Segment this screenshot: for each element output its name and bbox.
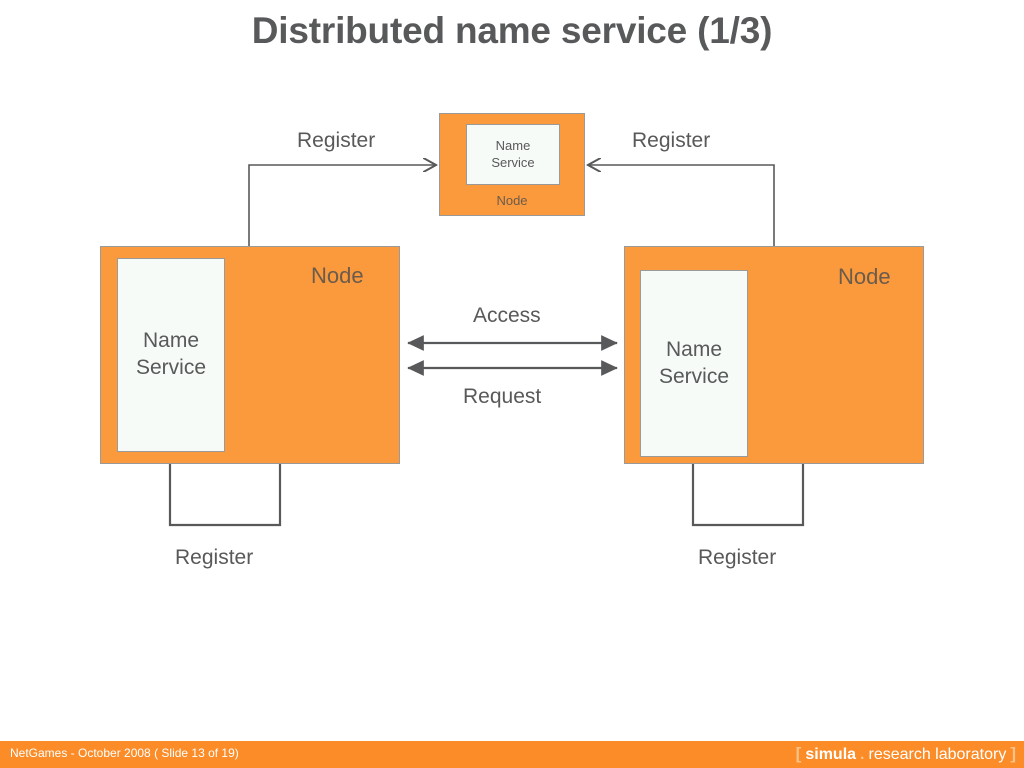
name-service-label-line1: Name (665, 337, 723, 361)
footer-slide-info: NetGames - October 2008 ( Slide 13 of 19… (10, 746, 239, 760)
connector-register-top-right (588, 165, 775, 246)
name-service-label-line1: Name (495, 137, 531, 153)
footer-bar: NetGames - October 2008 ( Slide 13 of 19… (0, 741, 1024, 768)
name-service-label-line1: Name (142, 329, 200, 353)
edge-label-register-bottom-right: Register (698, 546, 777, 569)
name-service-label-line2: Service (491, 154, 535, 170)
edge-label-access: Access (473, 304, 541, 327)
page-title: Distributed name service (1/3) (251, 10, 773, 51)
logo-bracket-close-icon: ] (1010, 744, 1016, 763)
logo-name: simula (805, 746, 857, 763)
name-service-box-left[interactable]: Name Service (117, 258, 225, 452)
edge-label-request: Request (463, 385, 542, 408)
edge-label-register-top-left: Register (297, 129, 376, 152)
simula-logo: [ simula . research laboratory ] (796, 744, 1016, 764)
name-service-label-line2: Service (135, 356, 207, 379)
name-service-label-line2: Service (658, 364, 730, 388)
connector-register-top-left (248, 165, 436, 246)
node-caption-top: Node (496, 193, 528, 208)
name-service-box-right[interactable]: Name Service (640, 270, 748, 457)
logo-bracket-open-icon: [ (795, 744, 802, 763)
edge-label-register-bottom-left: Register (175, 546, 254, 569)
node-caption-left: Node (311, 263, 364, 288)
connector-register-bottom-left (162, 431, 282, 527)
logo-dot-icon: . (860, 746, 865, 763)
edge-label-register-top-right: Register (632, 129, 711, 152)
logo-tagline: research laboratory (868, 746, 1007, 763)
connector-register-bottom-right (685, 431, 805, 527)
node-caption-right: Node (838, 264, 891, 289)
name-service-box-top[interactable]: Name Service (466, 124, 560, 185)
